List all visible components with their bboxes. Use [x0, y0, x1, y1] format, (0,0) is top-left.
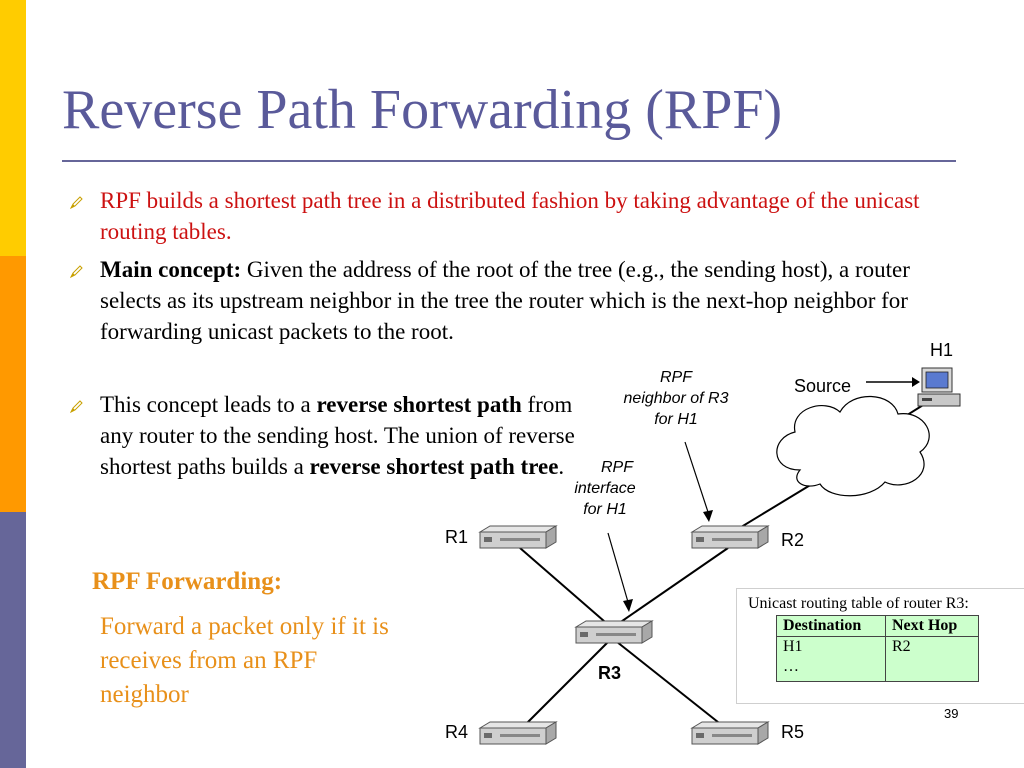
- rpf-forwarding-body: Forward a packet only if it is receives …: [100, 613, 389, 708]
- rpf-forwarding-title: RPF Forwarding:: [92, 568, 283, 595]
- column-header-next-hop: Next Hop: [885, 615, 979, 637]
- link-r1-r3: [519, 547, 613, 629]
- router-label-r5: R5: [781, 722, 805, 742]
- rpf-neighbor-line-3: for H1: [654, 411, 698, 428]
- bullet-3-text: This concept leads to a reverse shortest…: [100, 389, 585, 482]
- link-r3-r4: [519, 637, 613, 731]
- left-bar-purple: [0, 512, 26, 768]
- rpf-neighbor-line-2: neighbor of R3: [623, 390, 729, 407]
- cell-destination: H1 …: [776, 636, 886, 682]
- router-label-r1: R1: [445, 527, 469, 547]
- bullet-1-text: RPF builds a shortest path tree in a dis…: [100, 188, 920, 244]
- bullet-3-bold2: reverse shortest path tree: [309, 454, 559, 479]
- network-cloud-icon: [776, 395, 930, 497]
- bullet-3-part1: This concept leads to a: [100, 392, 317, 417]
- link-r3-r5: [611, 637, 729, 731]
- router-label-r2: R2: [781, 530, 805, 550]
- main-concept-label: Main concept:: [100, 257, 242, 282]
- bullet-3-part2: from any router to the sending host. The…: [100, 392, 575, 479]
- router-icon: [690, 721, 770, 745]
- router-label-r4: R4: [445, 722, 469, 742]
- table-row: H1 … R2: [776, 636, 979, 682]
- title-underline: [62, 160, 956, 162]
- routing-table: Destination Next Hop H1 … R2: [776, 615, 979, 682]
- rpf-interface-label: RPF interface for H1: [562, 457, 648, 520]
- computer-icon: [917, 367, 961, 407]
- routing-table-caption: Unicast routing table of router R3:: [748, 595, 969, 612]
- bullet-2-text: Main concept: Given the address of the r…: [100, 254, 960, 347]
- rpf-interface-line-2: interface: [574, 480, 636, 497]
- router-icon: [574, 620, 654, 644]
- router-icon: [690, 525, 770, 549]
- router-label-r3: R3: [598, 663, 622, 683]
- pencil-bullet-icon: [70, 196, 83, 209]
- bullet-3-part3: .: [558, 454, 565, 479]
- router-icon: [478, 525, 558, 549]
- slide-title: Reverse Path Forwarding (RPF): [62, 79, 783, 141]
- main-concept-text: Given the address of the root of the tre…: [100, 257, 910, 344]
- cell-next-hop: R2: [885, 636, 979, 682]
- left-bar-yellow: [0, 0, 26, 256]
- rpf-neighbor-line-1: RPF: [660, 369, 692, 386]
- page-number: 39: [944, 706, 959, 721]
- host-label: H1: [930, 340, 954, 360]
- pencil-bullet-icon: [70, 265, 83, 278]
- rpf-interface-line-3: for H1: [583, 501, 627, 518]
- bullet-3-bold1: reverse shortest path: [316, 392, 522, 417]
- table-header-row: Destination Next Hop: [776, 615, 979, 637]
- link-r2-r3: [611, 547, 729, 629]
- rpf-interface-line-1: RPF: [601, 459, 633, 476]
- router-icon: [478, 721, 558, 745]
- column-header-destination: Destination: [776, 615, 886, 637]
- pencil-bullet-icon: [70, 400, 83, 413]
- left-bar-orange: [0, 256, 26, 512]
- rpf-neighbor-label: RPF neighbor of R3 for H1: [608, 367, 744, 430]
- source-label: Source: [794, 376, 852, 396]
